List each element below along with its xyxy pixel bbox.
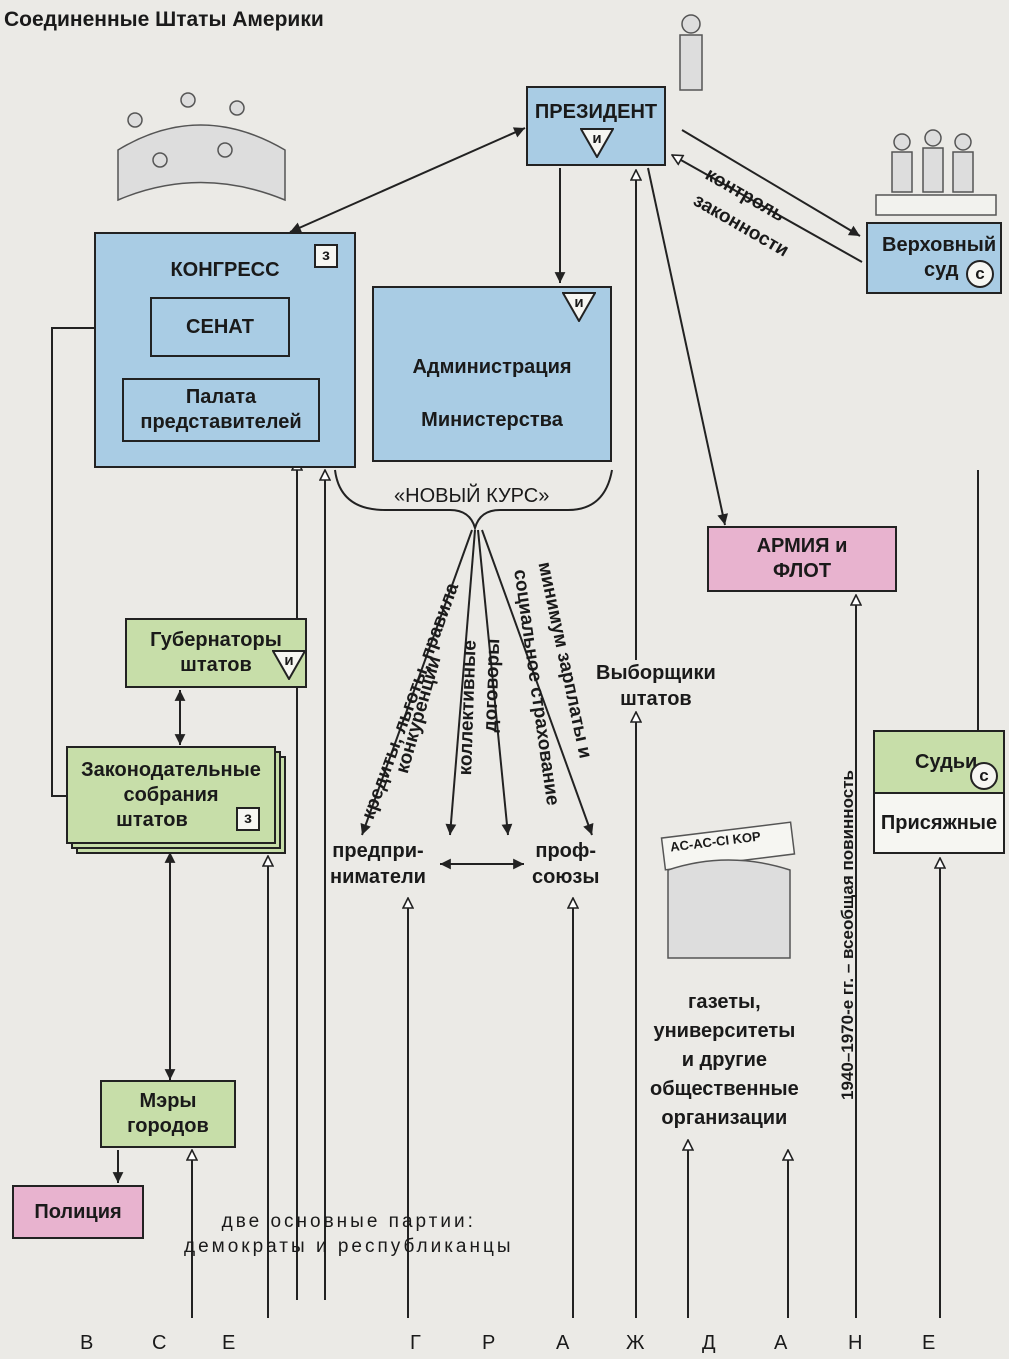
supreme-court-label-1: Верховный [882, 234, 997, 256]
executive-badge-governors: и [271, 650, 307, 682]
legislatures-label-1: Законодательные [81, 758, 261, 781]
new-deal-label: «НОВЫЙ КУРС» [394, 485, 550, 507]
house-label-2: представителей [140, 411, 302, 433]
congress-label: КОНГРЕСС [170, 259, 280, 281]
administration-label: Администрация [412, 356, 572, 379]
house-label-1: Палата [185, 386, 257, 408]
press-label-3: и другие [681, 1049, 768, 1071]
parties-label: две основные партии: демократы и республ… [184, 1210, 514, 1259]
citizens-letter: Е [222, 1332, 236, 1354]
mayors-label-1: Мэры [139, 1090, 197, 1112]
citizens-letter: А [774, 1332, 788, 1354]
jurors-label: Присяжные [880, 811, 998, 834]
parties-label-1: две основные партии: [221, 1211, 476, 1232]
citizens-letter: В [80, 1332, 94, 1354]
senate-box: СЕНАТ [150, 297, 290, 357]
judicial-badge: с [966, 260, 994, 288]
army-box: АРМИЯ и ФЛОТ [707, 526, 897, 592]
entrepreneurs-label-1: предпри- [332, 840, 424, 862]
governors-label-2: штатов [180, 654, 252, 676]
parties-label-2: демократы и республиканцы [184, 1235, 514, 1257]
president-court-arrow [681, 129, 861, 237]
collective-label-1: коллективные [455, 639, 481, 776]
legislatures-label-2: собрания [123, 783, 219, 806]
legislative-badge-congress: з [314, 244, 338, 268]
court-control-arrow [672, 155, 863, 263]
electors-label-1: Выборщики [596, 662, 716, 684]
administration-box: Администрация Министерства [372, 286, 612, 462]
to-entrepreneurs-arrow-2 [445, 529, 476, 836]
citizens-letter: Е [922, 1332, 936, 1354]
supreme-court-label-2: суд [924, 259, 959, 281]
legislatures-label-3: штатов [116, 808, 188, 831]
executive-badge-admin-letter: и [574, 294, 584, 311]
citizens-letter: С [152, 1332, 167, 1354]
mayors-label-2: городов [127, 1115, 209, 1137]
press-label-5: организации [661, 1107, 788, 1129]
to-entrepreneurs-arrow-1 [360, 529, 473, 836]
to-unions-arrow-2 [481, 529, 594, 836]
unions-label-1: проф- [535, 840, 597, 862]
unions-label: проф- союзы [532, 838, 599, 890]
citizens-letter: Г [410, 1332, 421, 1354]
conscription-label: 1940–1970-е гг. – всеобщая повинность [838, 770, 857, 1100]
press-label-1: газеты, [688, 991, 761, 1013]
congress-president-arrow [289, 127, 526, 233]
legislative-badge-states: з [236, 807, 260, 831]
press-label-2: университеты [653, 1020, 796, 1042]
press-label-4: общественные [650, 1078, 799, 1100]
executive-badge: и [579, 128, 615, 160]
ministries-label: Министерства [421, 408, 563, 431]
new-deal-brace [334, 469, 613, 532]
house-box: Палата представителей [122, 378, 320, 442]
decor-sketches [117, 14, 997, 959]
governors-box: Губернаторы штатов [125, 618, 307, 688]
press-label: газеты, университеты и другие общественн… [650, 988, 799, 1133]
executive-badge-letter: и [592, 130, 602, 147]
executive-badge-governors-letter: и [284, 652, 294, 669]
page-title: Соединенные Штаты Америки [4, 8, 324, 31]
citizens-letter: Р [482, 1332, 496, 1354]
army-label-2: ФЛОТ [772, 560, 832, 582]
to-unions-arrow-1 [477, 529, 513, 836]
president-army-arrow [647, 167, 729, 526]
mayors-box: Мэры городов [100, 1080, 236, 1148]
citizens-letter: Ж [626, 1332, 645, 1354]
president-label: ПРЕЗИДЕНТ [534, 101, 658, 123]
jurors-box: Присяжные [873, 792, 1005, 854]
citizens-letter: А [556, 1332, 570, 1354]
senate-label: СЕНАТ [186, 315, 254, 338]
electors-label-2: штатов [620, 688, 692, 710]
citizens-letter: Д [702, 1332, 716, 1354]
police-box: Полиция [12, 1185, 144, 1239]
judges-box: Судьи [873, 730, 1005, 792]
collective-label-2: договоры [480, 638, 505, 733]
entrepreneurs-label-2: ниматели [330, 866, 426, 888]
governors-label-1: Губернаторы [150, 629, 282, 651]
unions-label-2: союзы [532, 866, 600, 888]
executive-badge-admin: и [561, 292, 597, 324]
judges-label: Судьи [915, 750, 978, 773]
police-label: Полиция [34, 1200, 122, 1223]
army-label-1: АРМИЯ и [756, 535, 848, 557]
left-loop-to-senate [51, 327, 98, 797]
entrepreneurs-label: предпри- ниматели [330, 838, 426, 890]
electors-label: Выборщики штатов [596, 660, 716, 712]
judicial-badge-judges: с [970, 762, 998, 790]
citizens-letter: Н [848, 1332, 863, 1354]
